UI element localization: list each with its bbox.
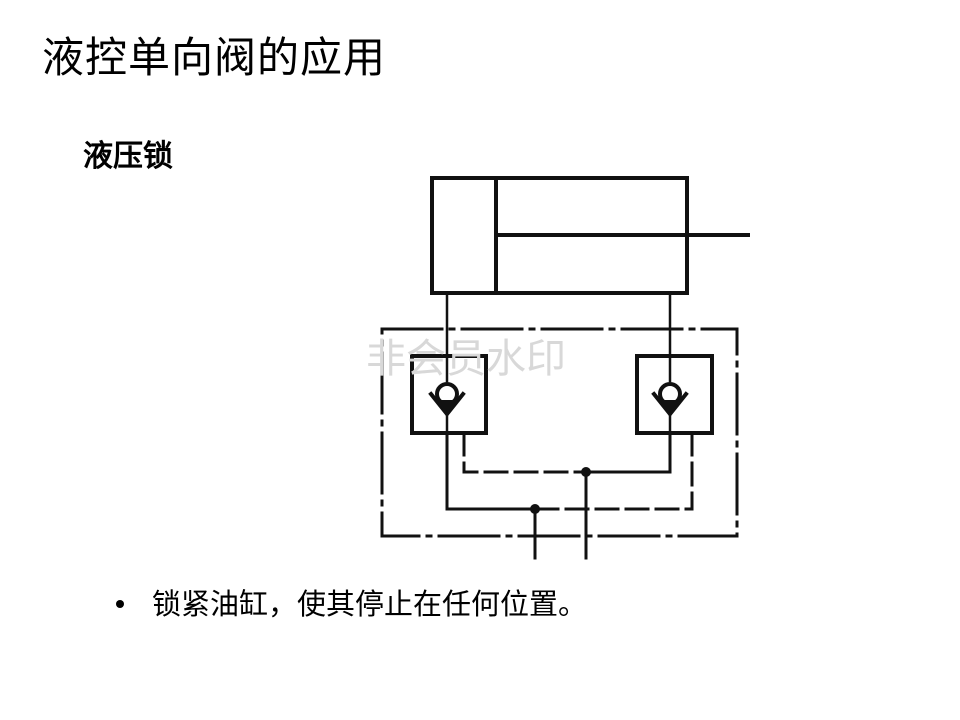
check-valve-left <box>410 354 488 435</box>
pilot-line-left <box>462 431 588 474</box>
check-valve-right <box>635 354 714 435</box>
junction-dot <box>530 504 540 514</box>
main-line-left <box>445 431 537 511</box>
hydraulic-lock-boundary <box>380 327 739 538</box>
bullet-item: 锁紧油缸，使其停止在任何位置。 <box>112 582 587 626</box>
slide-subtitle: 液压锁 <box>83 139 173 174</box>
watermark-text: 非会员水印 <box>366 336 566 382</box>
slide-title: 液控单向阀的应用 <box>42 33 387 82</box>
bullet-list: 锁紧油缸，使其停止在任何位置。 <box>112 582 587 626</box>
main-line-right <box>584 431 672 474</box>
bullet-text: 锁紧油缸，使其停止在任何位置。 <box>152 587 588 621</box>
junction-dot <box>581 467 591 477</box>
hydraulic-cylinder <box>430 176 750 295</box>
bullet-icon <box>116 600 124 608</box>
